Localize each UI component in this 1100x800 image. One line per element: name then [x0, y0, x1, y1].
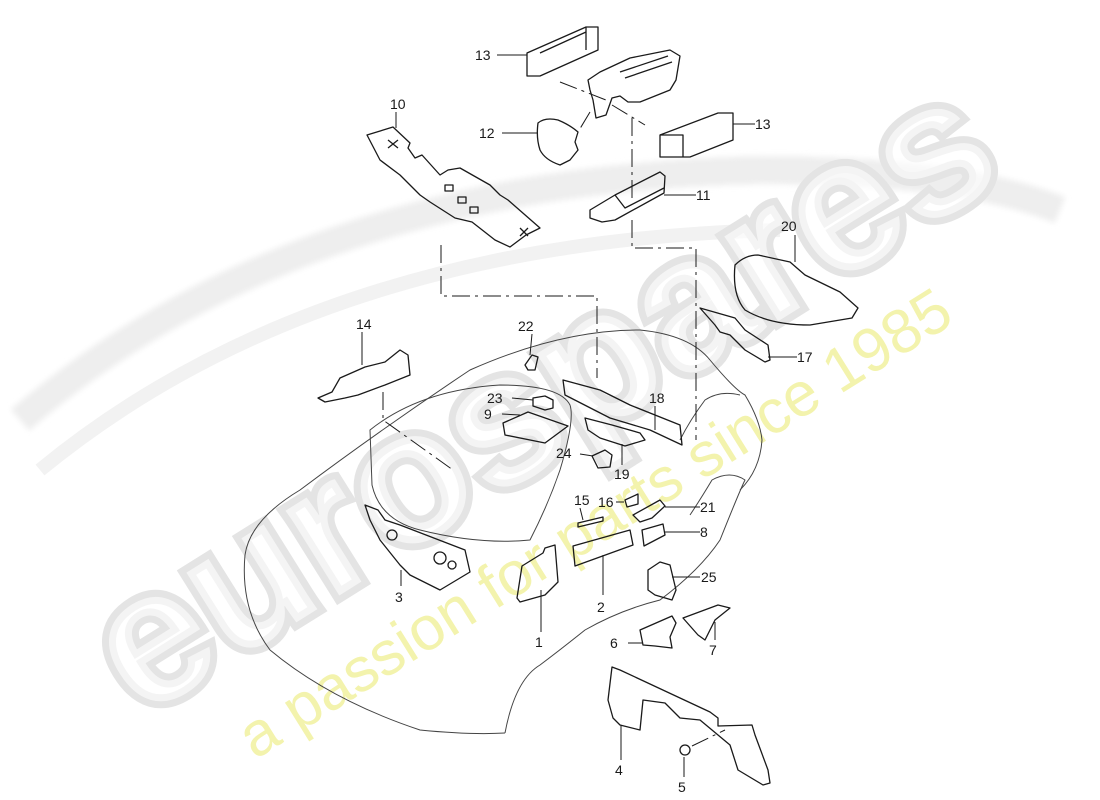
part-10-floor-insulation[interactable]: [366, 126, 541, 248]
callout-2[interactable]: 2: [597, 599, 605, 615]
part-18-strip[interactable]: [562, 379, 683, 446]
part-13-upper-block[interactable]: [526, 26, 599, 77]
watermark-swoosh-inner: [35, 223, 781, 476]
callout-6[interactable]: 6: [610, 635, 618, 651]
callout-25[interactable]: 25: [701, 569, 717, 585]
callout-16[interactable]: 16: [598, 494, 614, 510]
part-13-lower-block[interactable]: [659, 112, 734, 158]
part-tray-assembly[interactable]: [587, 49, 681, 119]
callout-7[interactable]: 7: [709, 642, 717, 658]
callout-15[interactable]: 15: [574, 492, 590, 508]
callout-21[interactable]: 21: [700, 499, 716, 515]
callout-4[interactable]: 4: [615, 762, 623, 778]
callout-11[interactable]: 11: [696, 187, 711, 203]
part-20-trunk-mat[interactable]: [733, 254, 859, 326]
part-7-wedge-pad[interactable]: [682, 604, 731, 641]
watermark-swoosh: [10, 155, 1066, 431]
part-12-round-pad[interactable]: [536, 118, 579, 166]
part-15-strip[interactable]: [577, 516, 604, 528]
part-5-clip[interactable]: [679, 744, 691, 756]
callout-20[interactable]: 20: [781, 218, 797, 234]
callout-19[interactable]: 19: [614, 466, 630, 482]
callout-13[interactable]: 13: [475, 47, 491, 63]
part-1-angled-panel[interactable]: [516, 544, 559, 603]
callout-10[interactable]: 10: [390, 96, 406, 112]
part-19-panel[interactable]: [584, 417, 646, 447]
callout-23[interactable]: 23: [487, 390, 503, 406]
part-21-pad[interactable]: [632, 499, 666, 523]
part-25-bracket[interactable]: [647, 561, 677, 601]
part-2-long-panel[interactable]: [572, 529, 634, 567]
part-22-small-pad[interactable]: [524, 354, 539, 371]
leader-lines: [361, 54, 797, 777]
callout-1[interactable]: 1: [535, 634, 543, 650]
callout-24[interactable]: 24: [556, 445, 572, 461]
part-3-firewall-insulation[interactable]: [364, 504, 471, 591]
part-4-large-panel[interactable]: [607, 666, 771, 786]
part-8-perforated-panel[interactable]: [641, 523, 666, 547]
part-11-wedge-block[interactable]: [589, 171, 666, 223]
callout-17[interactable]: 17: [797, 349, 813, 365]
callout-13b[interactable]: 13: [755, 116, 771, 132]
callout-9[interactable]: 9: [484, 406, 492, 422]
callout-12[interactable]: 12: [479, 125, 495, 141]
callout-14[interactable]: 14: [356, 316, 372, 332]
part-23-block[interactable]: [532, 395, 554, 411]
callout-3[interactable]: 3: [395, 589, 403, 605]
callout-8[interactable]: 8: [700, 524, 708, 540]
part-16-small-pad[interactable]: [624, 493, 639, 508]
assembly-lines: [382, 81, 726, 747]
part-17-side-panel[interactable]: [699, 307, 771, 363]
callout-18[interactable]: 18: [649, 390, 665, 406]
callout-5[interactable]: 5: [678, 779, 686, 795]
part-9-flat-mat[interactable]: [502, 411, 569, 444]
car-body-outline: [243, 329, 763, 735]
part-14-bracket-pad[interactable]: [317, 349, 411, 403]
callout-22[interactable]: 22: [518, 318, 534, 334]
part-6-wedge-pad[interactable]: [639, 615, 677, 649]
part-24-clip[interactable]: [591, 449, 613, 469]
